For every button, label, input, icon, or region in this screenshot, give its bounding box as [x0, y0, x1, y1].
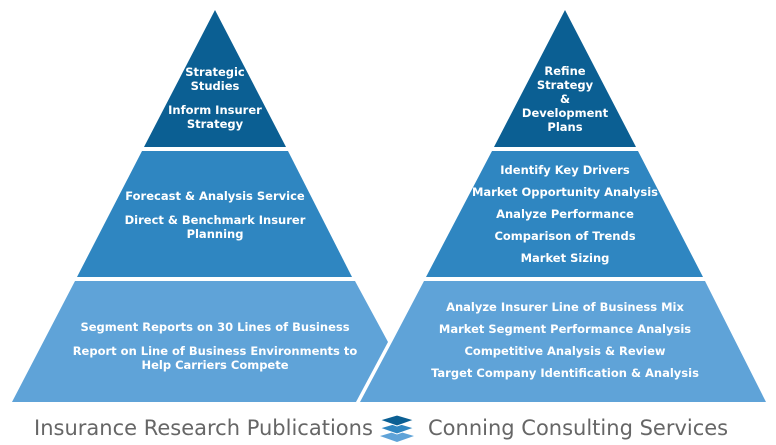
right-top-tier-text: Refine Strategy & Development Plans [505, 60, 625, 138]
right-pyramid-bottom-tier [360, 281, 766, 402]
tier-item: Inform Insurer Strategy [168, 103, 262, 131]
left-pyramid-top-tier [144, 10, 286, 147]
right-bottom-tier-text: Analyze Insurer Line of Business Mix Mar… [410, 294, 720, 386]
left-pyramid-middle-tier [77, 151, 352, 277]
tier-item: Report on Line of Business Environments … [72, 344, 358, 372]
layers-icon [378, 414, 416, 442]
tier-item: Market Sizing [520, 251, 610, 265]
tier-item: Analyze Insurer Line of Business Mix [446, 300, 684, 314]
left-bottom-tier-text: Segment Reports on 30 Lines of Business … [40, 310, 390, 382]
tier-item: Identify Key Drivers [500, 163, 630, 177]
right-pyramid-middle-tier [426, 151, 703, 277]
tier-item: Direct & Benchmark Insurer Planning [124, 213, 306, 241]
tier-item: Market Segment Performance Analysis [438, 322, 692, 336]
tier-item: Segment Reports on 30 Lines of Business [80, 320, 350, 334]
tier-item: Competitive Analysis & Review [464, 344, 666, 358]
tier-item: Target Company Identification & Analysis [431, 366, 699, 380]
right-middle-tier-text: Identify Key Drivers Market Opportunity … [450, 158, 680, 270]
footer-left-label: Insurance Research Publications [34, 416, 373, 440]
tier-item: Analyze Performance [496, 207, 634, 221]
tier-item: Market Opportunity Analysis [471, 185, 659, 199]
right-pyramid-top-tier [494, 10, 636, 147]
tier-item: Refine Strategy & Development Plans [521, 64, 609, 134]
tier-item: Forecast & Analysis Service [125, 189, 305, 203]
footer-right-label: Conning Consulting Services [428, 416, 729, 440]
left-top-tier-text: Strategic Studies Inform Insurer Strateg… [165, 58, 265, 138]
left-pyramid-bottom-tier [12, 281, 388, 402]
tier-item: Strategic Studies [185, 65, 245, 93]
tier-item: Comparison of Trends [494, 229, 636, 243]
left-middle-tier-text: Forecast & Analysis Service Direct & Ben… [100, 180, 330, 250]
